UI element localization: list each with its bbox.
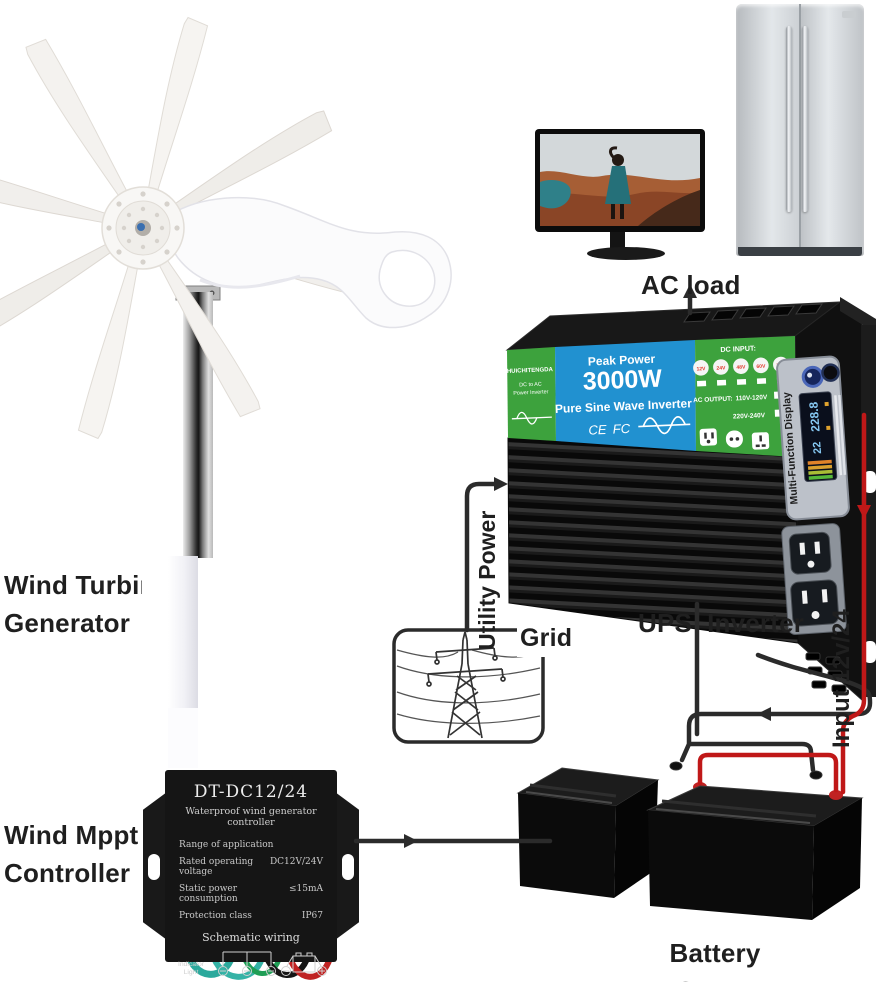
battery-left — [516, 761, 707, 898]
battery-terminal — [809, 770, 823, 780]
dc-voltage-24v: 24V — [716, 365, 726, 371]
label-line: Wind Mppt — [4, 820, 139, 850]
controller-schematic-diagram: Indicator Light Green Green Green Black … — [178, 951, 327, 976]
controller-spec-row: Range of application — [179, 840, 323, 850]
controller-mount-hole-left — [148, 854, 160, 880]
inverter-peak-power: Peak Power — [588, 352, 656, 369]
controller-mount-hole-right — [342, 854, 354, 880]
controller-spec-row: Rated operating voltage DC12V/24V — [179, 857, 323, 877]
dc-voltage-48v: 48V — [736, 364, 746, 370]
tv-stand-neck — [610, 232, 625, 250]
fridge-logo — [842, 11, 856, 18]
inverter-word: Inverter — [707, 608, 805, 638]
inverter-brand-line3: Power Inverter — [513, 389, 548, 396]
spec-value: ≤15mA — [288, 884, 323, 894]
lcd-battery-bars — [807, 459, 833, 480]
inverter-label-band: HUICHITENGDA DC to AC Power Inverter Pea… — [507, 336, 796, 457]
battery-terminal-red — [829, 790, 843, 800]
wind-mppt-controller-label: Wind Mppt Controller — [4, 816, 144, 892]
controller-spec-row: Static power consumption ≤15mA — [179, 884, 323, 904]
battery-terminal — [669, 761, 683, 771]
label-line: Controller — [4, 858, 131, 888]
spec-label: Rated operating voltage — [179, 857, 254, 877]
ac-load-label: AC load — [641, 270, 741, 300]
lcd-screen — [798, 391, 838, 482]
controller-model: DT-DC12/24 — [193, 782, 309, 802]
input-12v24-label: Input 12v/24 — [828, 609, 855, 748]
tv-stand-base — [587, 247, 665, 260]
inverter-brand: HUICHITENGDA — [507, 367, 554, 375]
fridge-base — [738, 247, 862, 256]
dc-input-label: DC INPUT: — [720, 344, 756, 354]
battery-terminal-red — [693, 782, 707, 792]
lcd-value-secondary: 22 — [811, 441, 824, 454]
inverter-wattage: 3000W — [582, 364, 663, 395]
wind-turbine-illustration — [0, 16, 452, 768]
controller-flange-right — [335, 792, 359, 940]
controller-subtitle: Waterproof wind generator controller — [185, 806, 317, 828]
controller-schematic-title: Schematic wiring — [202, 931, 300, 944]
battery-group-label: Battery Group — [669, 938, 761, 982]
multi-function-display-panel: Multi-Function Display 228.8 22 — [776, 355, 850, 521]
battery-right — [646, 770, 864, 920]
inverter-product-name: Pure Sine Wave Inverter — [555, 396, 693, 416]
grid-label: Grid — [517, 619, 576, 657]
ce-mark: CE — [588, 422, 607, 438]
display-knob-left — [801, 365, 824, 388]
indicator-label-line1: Indicator — [178, 961, 205, 968]
label-line: Generator — [4, 608, 131, 638]
lcd-value-primary: 228.8 — [806, 401, 822, 432]
utility-power-label: Utility Power — [474, 510, 500, 650]
ups-inverter-label: UPS Inverter — [638, 604, 804, 642]
ac-socket-1 — [788, 531, 832, 575]
sine-wave-icon-left — [511, 411, 552, 425]
arrowhead-right — [404, 834, 418, 848]
controller-flange-left — [143, 792, 167, 940]
tv-screen — [540, 134, 700, 226]
display-knob-right — [821, 363, 840, 382]
wire-battery-jumper-red — [697, 752, 839, 793]
tv-monitor — [535, 129, 705, 232]
dc-voltage-12v: 12V — [696, 366, 706, 372]
spec-label: Range of application — [179, 840, 274, 850]
wind-controller-unit: DT-DC12/24 Waterproof wind generator con… — [165, 770, 337, 976]
fc-mark: FC — [612, 421, 631, 437]
turbine-nacelle — [166, 196, 452, 329]
inverter-outlet-panel — [781, 523, 847, 635]
refrigerator — [736, 4, 864, 256]
spec-value: DC12V/24V — [269, 857, 323, 867]
turbine-hub — [101, 186, 185, 270]
spec-label: Static power consumption — [179, 884, 238, 904]
indicator-label-line2: Light — [184, 969, 199, 976]
inverter-brand-line2: DC to AC — [519, 382, 542, 389]
wire-battery-jumper-black — [687, 741, 816, 773]
ac-output-row2: 220V-240V — [733, 412, 766, 420]
label-line: Wind Turbine — [4, 570, 142, 600]
controller-spec-row: Protection class IP67 — [179, 911, 323, 921]
dc-voltage-60v: 60V — [756, 364, 766, 370]
tv-picture — [540, 134, 700, 226]
ac-output-row1: AC OUTPUT:110V-120V — [693, 394, 768, 404]
spec-value: IP67 — [301, 911, 323, 921]
wind-turbine-generator-label: Wind Turbine Generator — [4, 566, 142, 642]
fridge-door-seam — [799, 4, 801, 248]
fridge-handle-left — [786, 26, 792, 212]
sine-wave-icon-center — [638, 416, 691, 435]
fridge-handle-right — [802, 26, 808, 212]
outlet-icons — [699, 428, 770, 450]
spec-label: Protection class — [179, 911, 252, 921]
ups-word: UPS — [638, 608, 693, 638]
